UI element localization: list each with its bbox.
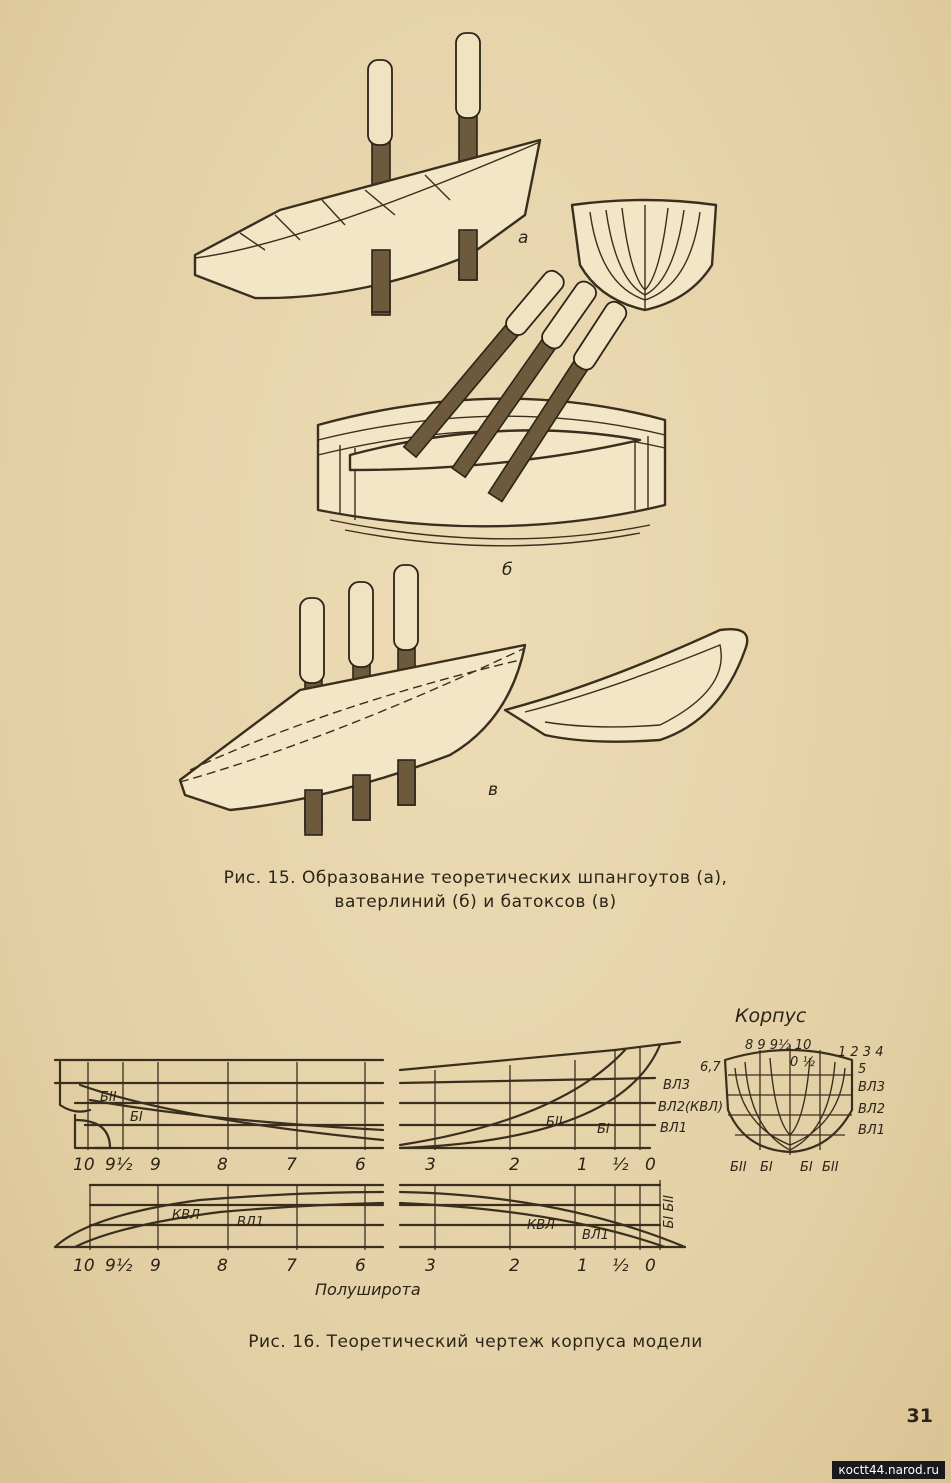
plan-station-9: 9 — [150, 1256, 161, 1276]
profile-wl3: ВЛ3 — [663, 1078, 690, 1093]
plan-station-8: 8 — [217, 1256, 228, 1276]
fig16-profile-left — [53, 1058, 385, 1150]
body-buttock-r2: БII — [822, 1160, 839, 1175]
profile-buttock-2-right: БII — [546, 1115, 563, 1130]
fig16-plan — [53, 1180, 687, 1250]
profile-wl2: ВЛ2(КВЛ) — [658, 1100, 724, 1115]
profile-station-1: 1 — [577, 1155, 588, 1175]
plan-station-0: 0 — [645, 1256, 656, 1276]
profile-buttock-1-right: БI — [597, 1122, 610, 1137]
plan-vl1-left: ВЛ1 — [237, 1215, 264, 1230]
plan-station-2: 2 — [509, 1256, 520, 1276]
profile-station-9half: 9½ — [105, 1155, 133, 1175]
plan-vl1-right: ВЛ1 — [582, 1228, 609, 1243]
page-number: 31 — [906, 1405, 933, 1427]
body-wl1: ВЛ1 — [858, 1123, 885, 1138]
polushirota-label: Полуширота — [315, 1280, 421, 1299]
fig15-caption-line2: ватерлиний (б) и батоксов (в) — [334, 892, 617, 912]
profile-buttock-1: БI — [130, 1110, 143, 1125]
body-wl2: ВЛ2 — [858, 1102, 885, 1117]
fig16-caption: Рис. 16. Теоретический чертеж корпуса мо… — [248, 1332, 703, 1352]
plan-station-9half: 9½ — [105, 1256, 133, 1276]
plan-side-buttocks: БI БII — [662, 1195, 677, 1229]
plan-station-3: 3 — [425, 1256, 436, 1276]
site-watermark: коctt44.narod.ru — [832, 1461, 945, 1479]
plan-kvl-left: КВЛ — [172, 1208, 200, 1223]
fig16-body-plan — [723, 1045, 854, 1155]
body-top-left: 8 9 9½ 10 — [745, 1038, 812, 1053]
body-top-mid: 0 ½ — [790, 1055, 816, 1070]
body-buttock-l2: БII — [730, 1160, 747, 1175]
profile-station-6: 6 — [355, 1155, 366, 1175]
body-top-right: 1 2 3 4 — [838, 1045, 884, 1060]
korpus-title: Корпус — [735, 1005, 807, 1027]
fig15a-sections — [570, 198, 718, 312]
fig15a-boat — [193, 32, 542, 316]
body-buttock-l1: БI — [760, 1160, 773, 1175]
plan-station-1: 1 — [577, 1256, 588, 1276]
profile-station-half: ½ — [612, 1155, 629, 1175]
fig16-profile-right — [398, 1040, 682, 1150]
fig15-label-v: в — [488, 780, 499, 800]
profile-station-2: 2 — [509, 1155, 520, 1175]
fig15-label-a: а — [518, 228, 529, 248]
fig15-label-b: б — [502, 560, 513, 580]
profile-station-9: 9 — [150, 1155, 161, 1175]
fig15b-waterlines — [316, 269, 667, 547]
plan-station-6: 6 — [355, 1256, 366, 1276]
profile-station-7: 7 — [286, 1155, 297, 1175]
body-buttock-r1: БI — [800, 1160, 813, 1175]
fig15-caption-line1: Рис. 15. Образование теоретических шпанг… — [223, 868, 728, 888]
profile-station-0: 0 — [645, 1155, 656, 1175]
body-wl3: ВЛ3 — [858, 1080, 885, 1095]
profile-buttock-2: БII — [100, 1090, 117, 1105]
profile-station-10: 10 — [73, 1155, 95, 1175]
fig15v-buttocks — [178, 564, 749, 836]
plan-station-half: ½ — [612, 1256, 629, 1276]
plan-station-7: 7 — [286, 1256, 297, 1276]
profile-station-8: 8 — [217, 1155, 228, 1175]
body-side-67: 6,7 — [700, 1060, 721, 1075]
profile-station-3: 3 — [425, 1155, 436, 1175]
profile-wl1: ВЛ1 — [660, 1121, 687, 1136]
plan-kvl-right: КВЛ — [527, 1218, 555, 1233]
plan-station-10: 10 — [73, 1256, 95, 1276]
body-side-5: 5 — [858, 1062, 867, 1077]
